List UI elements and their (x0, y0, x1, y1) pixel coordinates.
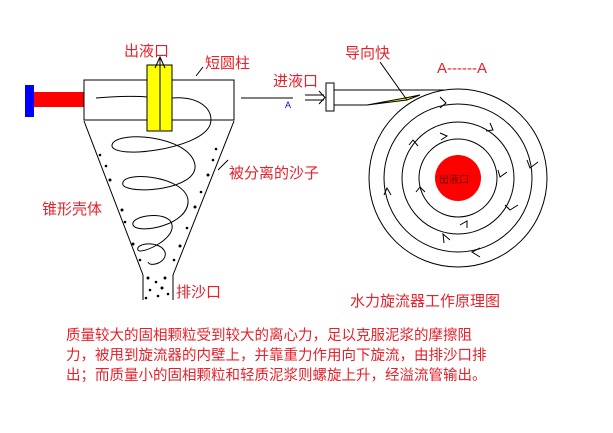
flow-arrows (383, 96, 539, 258)
outlet-arrow (154, 55, 166, 130)
guide-block-label: 导向快 (345, 44, 391, 62)
sand-outlet-label: 排沙口 (176, 283, 222, 301)
inlet-label: 进液口 (273, 72, 319, 90)
spiral-flow (95, 95, 212, 265)
outlet-label: 出液口 (124, 42, 170, 60)
separated-sand-label: 被分离的沙子 (229, 164, 320, 182)
inlet-pipe (334, 89, 445, 106)
description-text: 质量较大的固相颗粒受到较大的离心力，足以克服泥浆的摩擦阻力，被甩到旋流器的内壁上… (66, 328, 487, 384)
red-inlet-pipe (34, 92, 84, 107)
blue-flange (25, 85, 34, 117)
cylinder-pointer (195, 66, 204, 77)
section-label: A------A (437, 60, 487, 77)
short-cylinder-label: 短圆柱 (205, 54, 251, 72)
caption: 水力旋流器工作原理图 (350, 292, 501, 310)
sand-pointer (217, 159, 229, 171)
inlet-arrow-icon (305, 90, 326, 105)
sand-tube (142, 275, 174, 300)
center-outlet-circle (435, 155, 481, 201)
section-mark-label: A (285, 100, 292, 110)
sand-particles (98, 147, 218, 300)
cone-shell (83, 120, 235, 276)
center-outlet-label: 出液口 (439, 175, 469, 186)
guide-pointer (379, 61, 408, 101)
cone-shell-label: 锥形壳体 (42, 200, 103, 218)
guide-block (366, 94, 421, 106)
inlet-cap (325, 82, 335, 112)
